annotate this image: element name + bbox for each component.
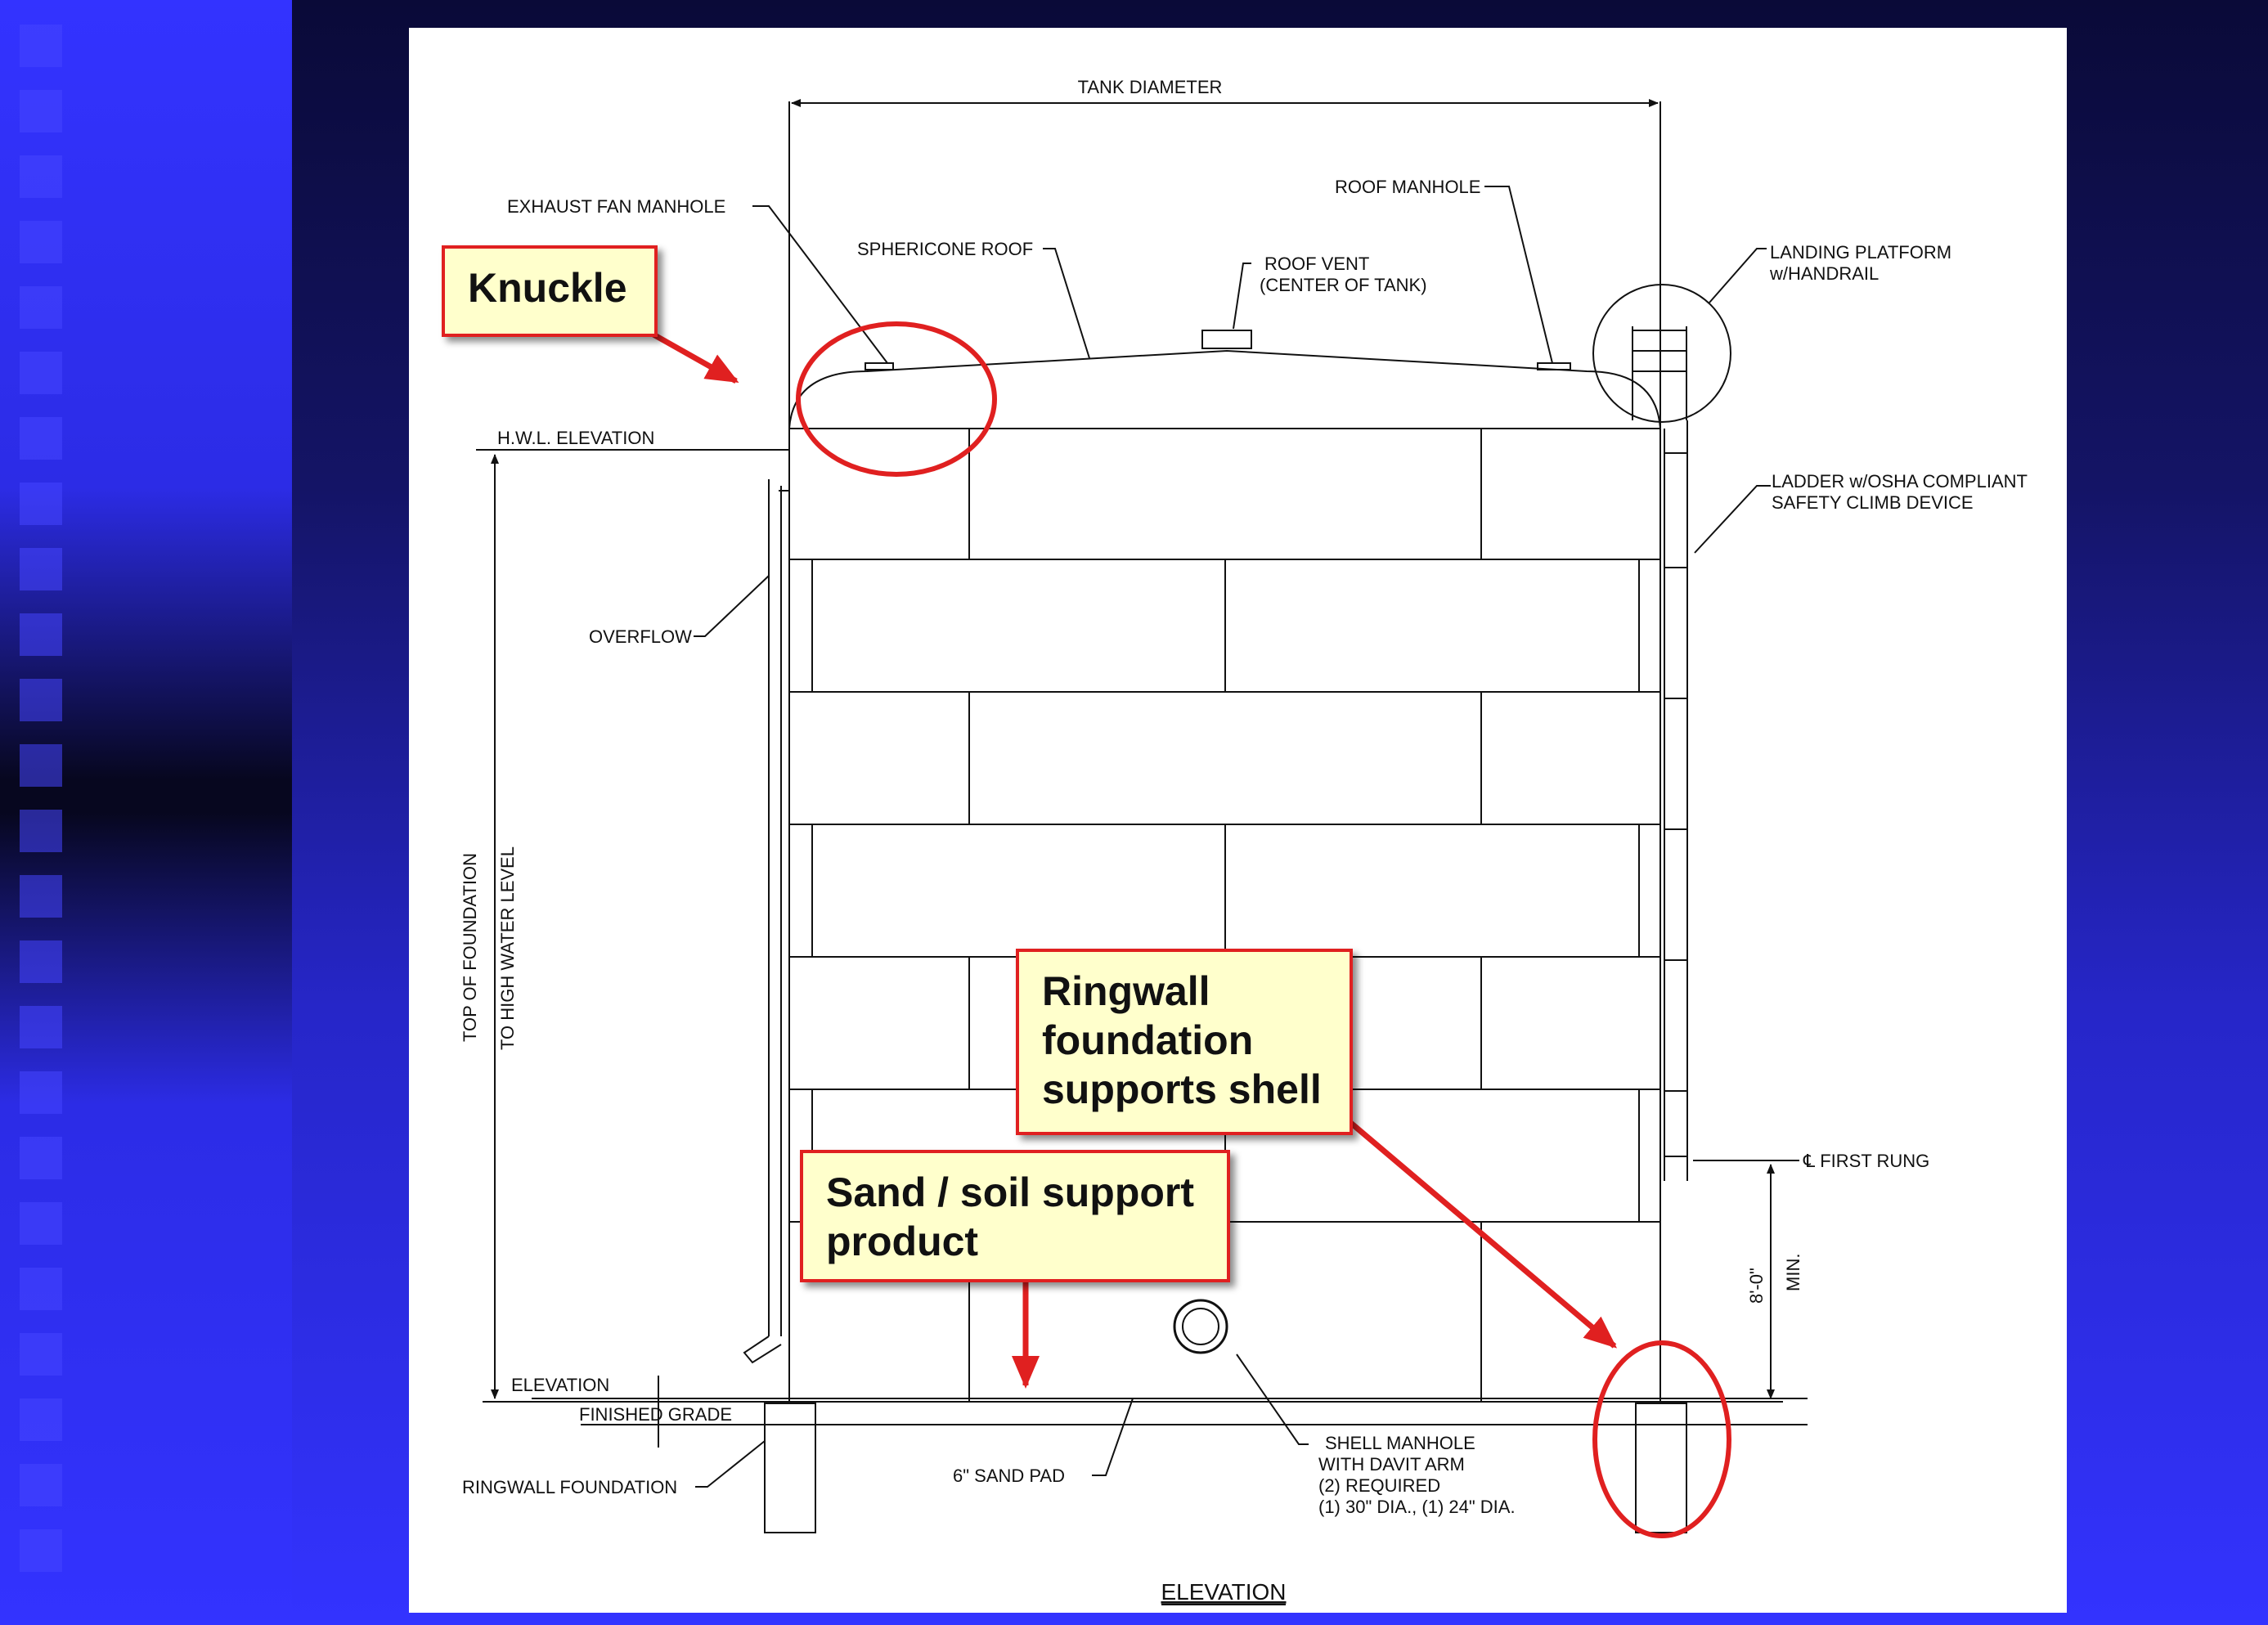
tank-diameter-dimension: TANK DIAMETER: [788, 77, 1661, 437]
min-label: MIN.: [1783, 1254, 1803, 1291]
landing-platform-detail-circle: [1592, 284, 1731, 423]
decorative-square: [20, 25, 62, 67]
decorative-square: [20, 1268, 62, 1310]
ringwall-callout: Ringwall foundation supports shell: [1016, 949, 1353, 1135]
sphericone-roof: [788, 330, 1661, 429]
landing-platform-label-2: w/HANDRAIL: [1769, 263, 1879, 284]
shell-manhole-label-1: SHELL MANHOLE: [1325, 1433, 1475, 1453]
ladder-label-1: LADDER w/OSHA COMPLIANT: [1772, 471, 2028, 492]
ringwall-callout-line-1: Ringwall: [1042, 968, 1210, 1014]
tank-shell: [788, 428, 1661, 1403]
roof-manhole-label: ROOF MANHOLE: [1335, 177, 1480, 197]
decorative-square: [20, 1464, 62, 1506]
shell-manhole-label-4: (1) 30" DIA., (1) 24" DIA.: [1318, 1497, 1516, 1517]
knuckle-arrow: [644, 327, 739, 384]
exhaust-fan-manhole-label: EXHAUST FAN MANHOLE: [507, 196, 725, 217]
ladder-label-2: SAFETY CLIMB DEVICE: [1772, 492, 1974, 513]
sand-callout-line-2: product: [826, 1219, 979, 1264]
decorative-square: [20, 417, 62, 460]
knuckle-highlight-ellipse: [796, 321, 997, 477]
roof-manhole-icon: [1537, 362, 1571, 370]
grade-and-foundation: ELEVATION FINISHED GRADE: [483, 1299, 1808, 1533]
ladder-and-platform: [1592, 284, 1731, 1181]
decorative-square: [20, 483, 62, 525]
elevation-small-label: ELEVATION: [511, 1375, 609, 1395]
roof-vent-icon: [1201, 330, 1252, 349]
eight-foot-label: 8'-0": [1746, 1268, 1767, 1304]
ringwall-highlight-ellipse: [1592, 1340, 1731, 1538]
shell-manhole-label-3: (2) REQUIRED: [1318, 1475, 1440, 1496]
roof-vent-label-2: (CENTER OF TANK): [1260, 275, 1427, 295]
shell-manhole-icon: [1173, 1299, 1228, 1354]
first-rung-label: ℄ FIRST RUNG: [1803, 1151, 1929, 1171]
decorative-square-column: [20, 25, 62, 1572]
decorative-square: [20, 1137, 62, 1179]
sphericone-roof-label: SPHERICONE ROOF: [857, 239, 1033, 259]
tank-diameter-label: TANK DIAMETER: [1078, 77, 1223, 97]
ringwall-foundation-label: RINGWALL FOUNDATION: [462, 1477, 677, 1497]
decorative-square: [20, 679, 62, 721]
decorative-square: [20, 221, 62, 263]
decorative-square: [20, 810, 62, 852]
top-of-foundation-label-1: TOP OF FOUNDATION: [460, 853, 480, 1042]
decorative-square: [20, 1529, 62, 1572]
finished-grade-label: FINISHED GRADE: [579, 1404, 732, 1425]
overflow-label: OVERFLOW: [589, 626, 692, 647]
ringwall-callout-line-2: foundation: [1042, 1017, 1254, 1063]
decorative-square: [20, 613, 62, 656]
first-rung-dimension: ℄ FIRST RUNG 8'-0" MIN.: [1693, 1151, 1929, 1399]
shell-manhole-label-2: WITH DAVIT ARM: [1318, 1454, 1465, 1475]
decorative-square: [20, 1398, 62, 1441]
decorative-square: [20, 1071, 62, 1114]
decorative-square: [20, 875, 62, 918]
decorative-square: [20, 744, 62, 787]
elevation-title: ELEVATION: [1161, 1579, 1286, 1605]
knuckle-callout-text: Knuckle: [468, 265, 627, 311]
decorative-square: [20, 286, 62, 329]
tank-elevation-drawing: TANK DIAMETER: [409, 28, 2067, 1613]
decorative-square: [20, 155, 62, 198]
sand-callout-line-1: Sand / soil support: [826, 1169, 1195, 1215]
decorative-square: [20, 1333, 62, 1376]
leader-lines: [694, 186, 1771, 1488]
sand-soil-callout: Sand / soil support product: [800, 1150, 1230, 1282]
hwl-elevation-label: H.W.L. ELEVATION: [497, 428, 654, 448]
knuckle-callout: Knuckle: [442, 245, 658, 337]
top-of-foundation-label-2: TO HIGH WATER LEVEL: [497, 846, 518, 1050]
exhaust-fan-manhole-icon: [865, 362, 894, 370]
decorative-square: [20, 352, 62, 394]
decorative-square: [20, 548, 62, 590]
left-ringwall-foundation: [764, 1403, 816, 1533]
sand-pad-label: 6" SAND PAD: [953, 1466, 1065, 1486]
drawing-canvas: TANK DIAMETER: [460, 77, 2028, 1605]
roof-vent-label-1: ROOF VENT: [1264, 254, 1369, 274]
ringwall-arrow: [1345, 1118, 1618, 1349]
hwl-dimension: H.W.L. ELEVATION TOP OF FOUNDATION TO HI…: [460, 428, 789, 1399]
right-ringwall-foundation: [1635, 1403, 1687, 1533]
decorative-square: [20, 90, 62, 132]
decorative-square: [20, 1006, 62, 1048]
decorative-square: [20, 1202, 62, 1245]
ringwall-callout-line-3: supports shell: [1042, 1066, 1322, 1112]
landing-platform-label-1: LANDING PLATFORM: [1770, 242, 1951, 263]
decorative-square: [20, 940, 62, 983]
overflow-pipe: [743, 479, 789, 1364]
